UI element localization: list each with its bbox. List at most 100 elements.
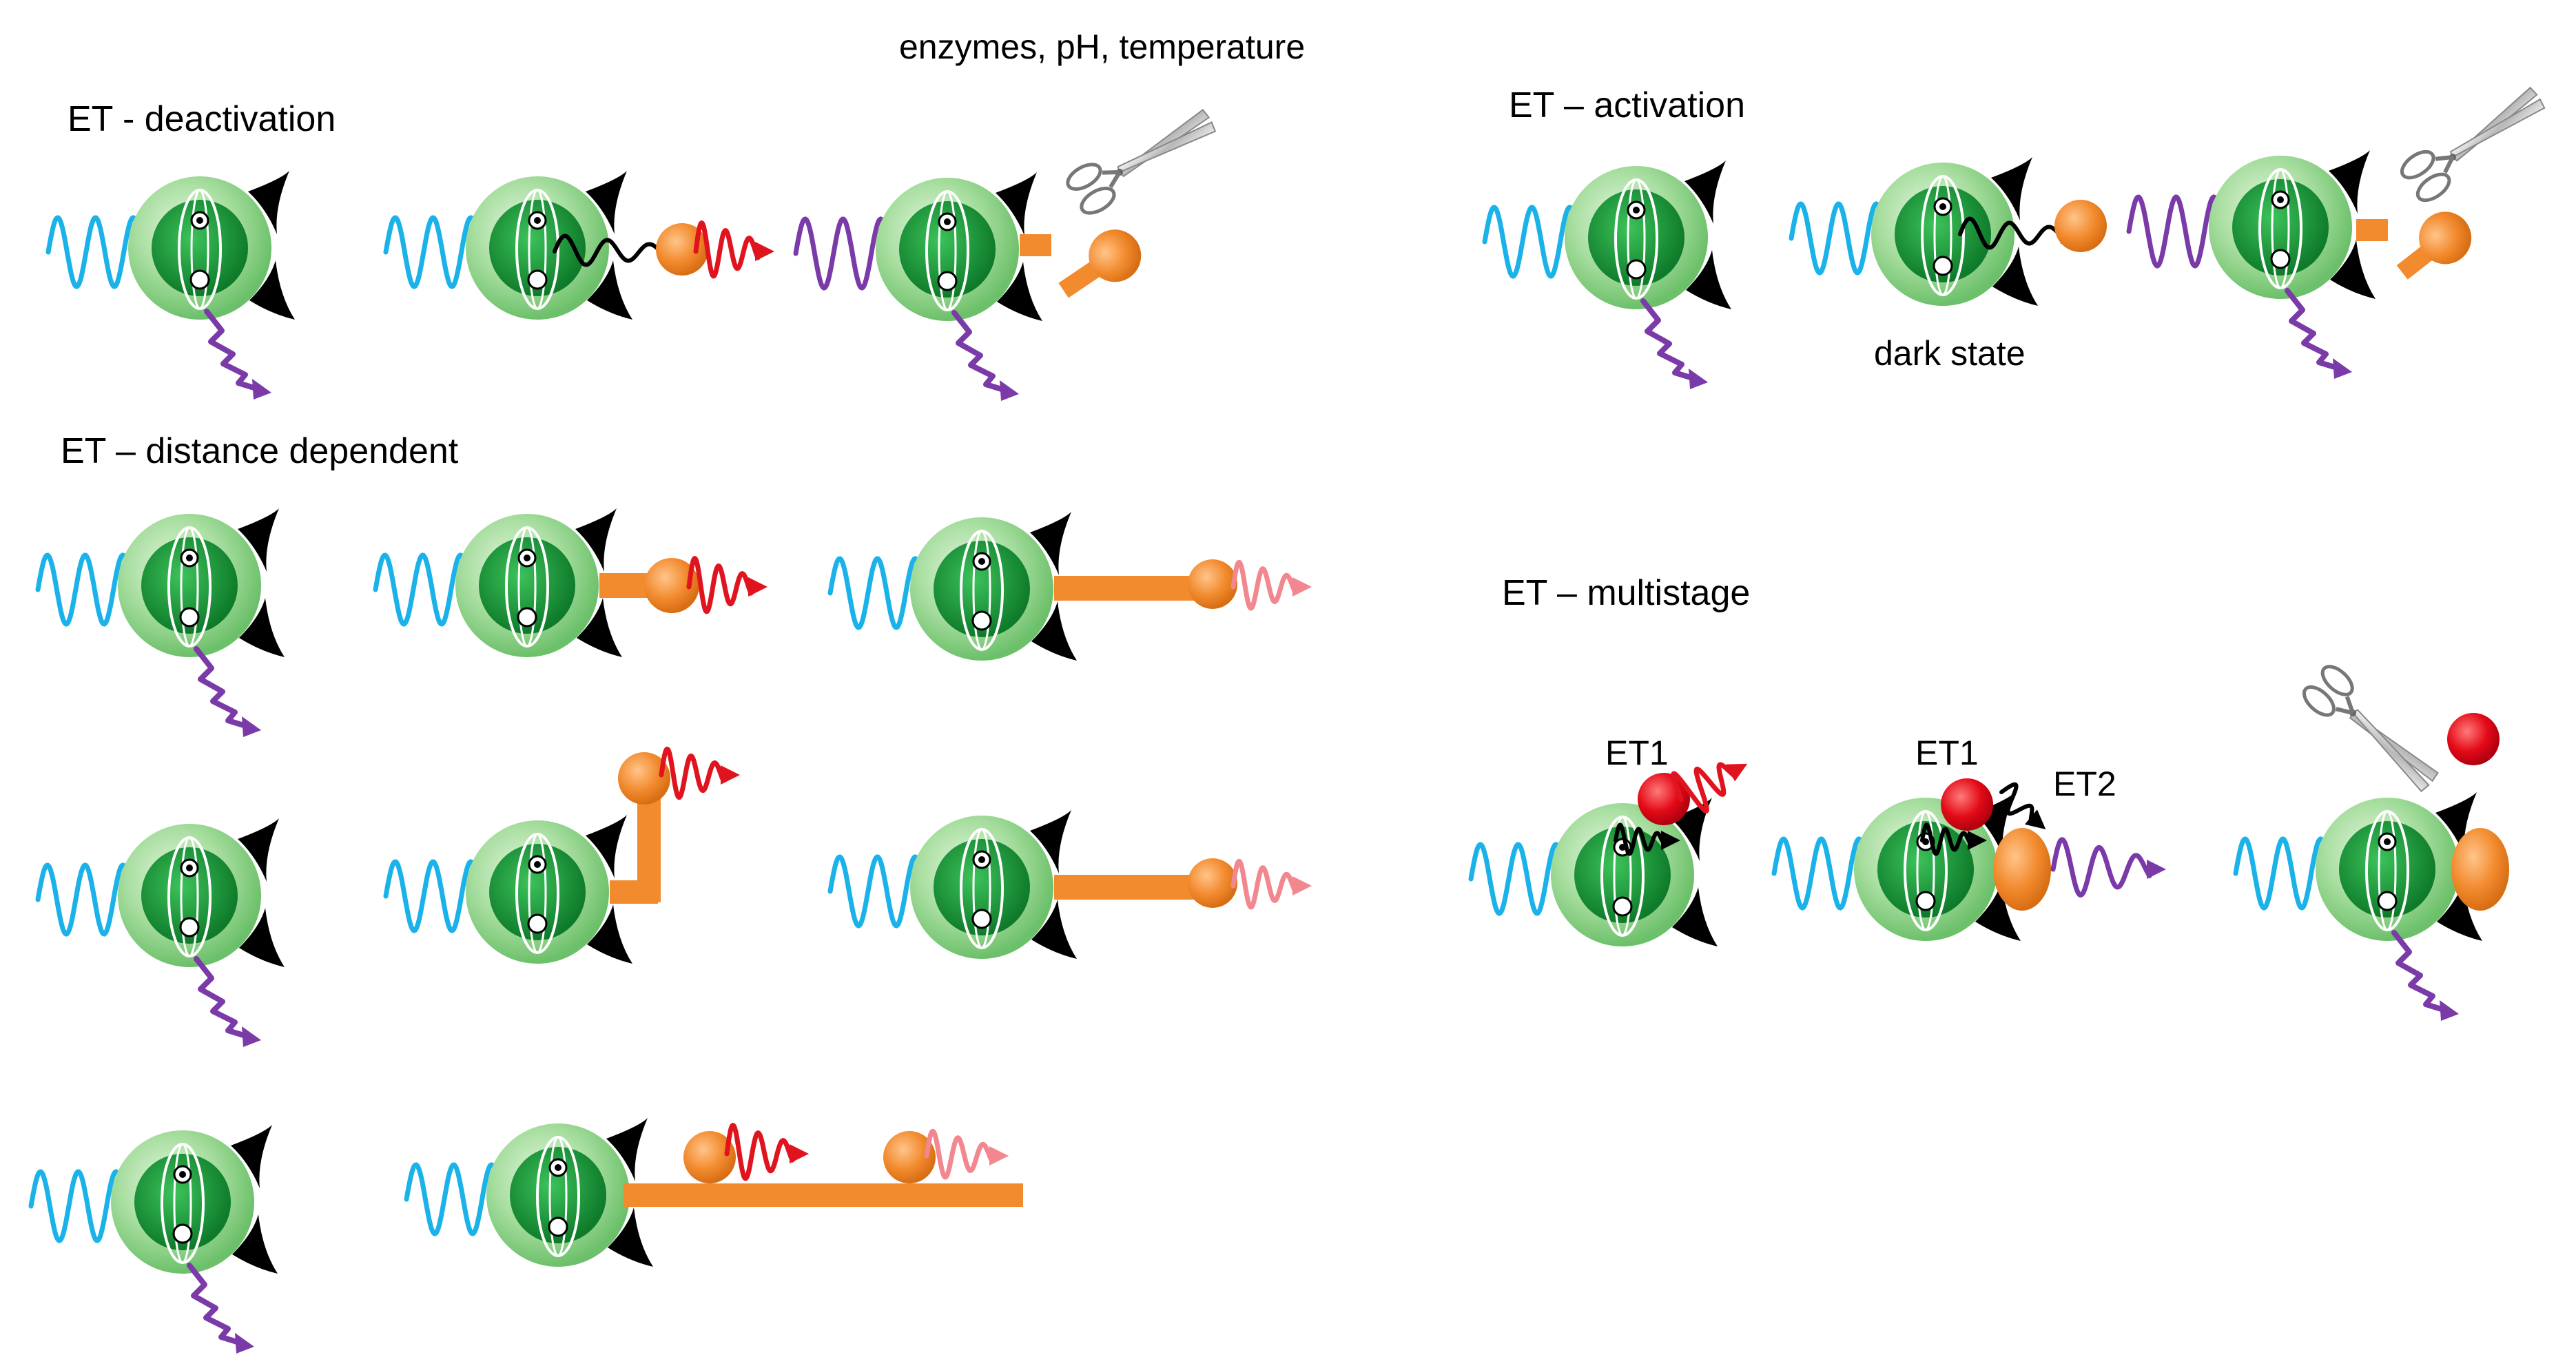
upper-crescent-icon <box>1030 810 1071 873</box>
scissors-icon <box>2400 86 2546 203</box>
vertical-linker-bar <box>637 789 661 902</box>
scissors-shank-b <box>1109 171 1122 188</box>
scissors-blade-b <box>1117 121 1217 174</box>
particle-emission-arrow-arrowhead <box>2333 358 2352 379</box>
faint-emission-wave-line <box>1230 559 1298 611</box>
lower-crescent-icon <box>232 1214 278 1274</box>
acceptor-emission-wave-line <box>724 1122 795 1181</box>
nanoparticle <box>2209 150 2376 299</box>
orbit-inner-ellipse <box>528 189 547 310</box>
lower-crescent-icon <box>587 904 632 964</box>
linker-stub <box>1020 234 1051 256</box>
particle-emission-arrow-arrowhead <box>252 379 271 400</box>
particle-emission-arrow-arrowhead <box>1689 369 1708 389</box>
nanoparticle <box>455 508 622 657</box>
multistage-unit-2 <box>1771 778 2166 941</box>
upper-crescent-icon <box>238 818 279 882</box>
upper-crescent-icon <box>1684 160 1726 224</box>
upper-electron-dot <box>186 864 193 871</box>
acceptor-emission-wave-arrowhead <box>748 577 767 597</box>
particle-core <box>489 844 586 940</box>
orbit-inner-ellipse <box>2378 810 2397 931</box>
upper-crescent-icon <box>2329 150 2370 214</box>
et2-label: ET2 <box>2053 765 2116 803</box>
acceptor-oval <box>1993 828 2051 911</box>
deactivation-unit-2 <box>383 171 774 320</box>
upper-electron-dot <box>944 218 951 225</box>
acceptor-ball-far <box>883 1131 936 1183</box>
particle-core <box>1895 186 1991 282</box>
particle-emission-arrow-line <box>187 1263 242 1345</box>
cleaved-acceptor <box>1058 229 1142 298</box>
nanoparticle <box>118 818 285 967</box>
faint-emission-wave <box>1230 858 1312 910</box>
particle-core <box>899 201 996 298</box>
red-emission-wave-line <box>1671 762 1738 814</box>
nanoparticle <box>466 815 632 964</box>
distance-unit-7 <box>28 1125 278 1354</box>
acceptor-emission-wave-line <box>2050 837 2152 898</box>
upper-electron-dot <box>534 217 541 224</box>
scissors-shank-b <box>2443 156 2455 174</box>
distance-unit-8 <box>404 1118 1023 1267</box>
particle-emission-arrow-line <box>1640 298 1696 381</box>
lower-crescent-icon <box>2437 882 2482 941</box>
red-emission-wave-arrowhead <box>1725 763 1748 782</box>
scissors-blade-b <box>2449 98 2546 158</box>
scissors-shank-a <box>2435 155 2453 161</box>
particle-core <box>934 839 1030 935</box>
particle-emission-arrow <box>187 1263 254 1354</box>
lower-crescent-icon <box>1672 887 1718 946</box>
particle-core <box>134 1154 231 1250</box>
transfer-wave-line <box>553 234 667 267</box>
deactivation-title: ET - deactivation <box>68 99 336 139</box>
activation-title: ET – activation <box>1509 85 1745 125</box>
faint-emission-wave-line <box>1230 858 1298 910</box>
lower-crescent-icon <box>249 260 295 320</box>
lower-electron <box>1933 256 1953 276</box>
upper-crescent-icon <box>996 172 1037 236</box>
faint-emission-wave <box>1230 559 1312 611</box>
upper-crescent-icon <box>231 1125 272 1188</box>
orbit-inner-ellipse <box>190 189 209 310</box>
distance-unit-6 <box>827 810 1312 959</box>
cleaved-acceptor <box>2396 211 2472 280</box>
acceptor-emission-wave <box>2050 837 2166 898</box>
particle-core <box>479 537 575 634</box>
acceptor-emission-wave-line <box>686 555 754 614</box>
scissors-icon <box>1066 109 1217 215</box>
nanoparticle <box>128 171 295 320</box>
particle-core <box>510 1147 606 1243</box>
transfer-wave-et1-line <box>1920 822 1972 856</box>
transfer-wave-et2-line <box>1999 782 2034 824</box>
particle-emission-arrow-arrowhead <box>242 716 261 737</box>
particle-core <box>141 537 238 634</box>
acceptor-ball <box>618 752 670 805</box>
deactivation-unit-3 <box>793 109 1217 401</box>
acceptor-emission-wave <box>686 555 767 614</box>
upper-crescent-icon <box>238 508 279 572</box>
lower-electron <box>517 607 537 628</box>
lower-crescent-icon <box>608 1208 653 1267</box>
particle-emission-arrow-line <box>194 956 249 1039</box>
particle-emission-arrow-arrowhead <box>235 1333 254 1354</box>
upper-electron-dot <box>2277 196 2284 203</box>
acceptor-ball <box>683 1131 736 1183</box>
transfer-wave-et2-arrowhead <box>2024 809 2046 829</box>
upper-crescent-icon <box>586 815 627 878</box>
nanoparticle <box>1565 160 1731 309</box>
multistage-title: ET – multistage <box>1502 573 1750 613</box>
lower-crescent-icon <box>239 908 285 967</box>
particle-emission-arrow <box>951 310 1019 401</box>
multistage-unit-3 <box>2233 665 2509 1021</box>
et1-label-second: ET1 <box>1915 734 1979 772</box>
particle-emission-arrow <box>194 646 261 737</box>
lower-electron <box>971 909 992 929</box>
acceptor-ball <box>1188 559 1237 609</box>
distance-unit-5 <box>383 746 740 964</box>
upper-electron-dot <box>978 558 985 565</box>
nanoparticle <box>910 810 1077 959</box>
lower-electron <box>179 917 200 938</box>
particle-emission-arrow <box>204 309 271 400</box>
